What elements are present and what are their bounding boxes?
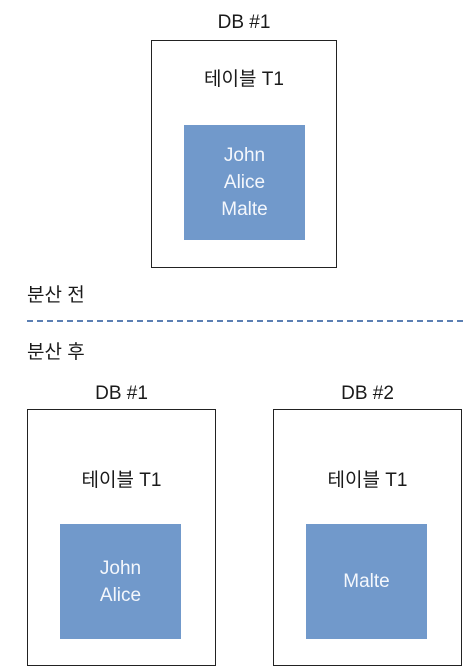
db2-after-label: DB #2 bbox=[341, 383, 394, 404]
row-alice: Alice bbox=[99, 584, 142, 606]
section-divider bbox=[27, 320, 463, 322]
table-t1-before-title: 테이블 T1 bbox=[204, 69, 284, 90]
after-section-label: 분산 후 bbox=[27, 342, 85, 363]
db1-before-label: DB #1 bbox=[217, 12, 271, 33]
table-t1-before-rows: John Alice Malte bbox=[184, 125, 305, 240]
table-t1-db2-after-title: 테이블 T1 bbox=[327, 470, 408, 491]
row-malte: Malte bbox=[343, 571, 390, 592]
row-john: John bbox=[99, 557, 142, 579]
db1-after-label: DB #1 bbox=[95, 383, 148, 404]
table-t1-db2-after-rows: Malte bbox=[306, 524, 427, 639]
db2-after-box: 테이블 T1 Malte bbox=[273, 409, 462, 666]
table-t1-db1-after-rows: John Alice bbox=[60, 524, 181, 639]
row-malte: Malte bbox=[221, 199, 268, 220]
db1-before-box: 테이블 T1 John Alice Malte bbox=[151, 40, 337, 268]
row-alice: Alice bbox=[223, 172, 266, 193]
row-john: John bbox=[223, 145, 266, 166]
table-t1-db1-after-title: 테이블 T1 bbox=[81, 470, 162, 491]
before-section-label: 분산 전 bbox=[27, 285, 85, 306]
db1-after-box: 테이블 T1 John Alice bbox=[27, 409, 216, 666]
